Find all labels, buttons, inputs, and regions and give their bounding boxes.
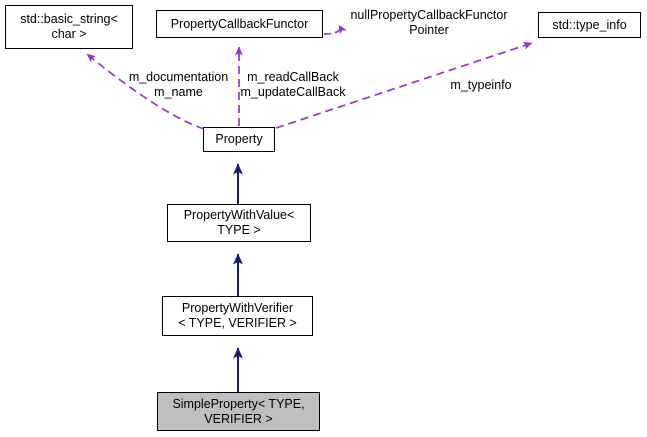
node-simple-property[interactable]: SimpleProperty< TYPE, VERIFIER >	[157, 392, 320, 431]
node-property-callback-functor[interactable]: PropertyCallbackFunctor	[156, 10, 323, 38]
node-label: std::type_info	[552, 17, 627, 32]
edge-label-read-update-callback: m_readCallBack m_updateCallBack	[240, 70, 346, 99]
edge-label-typeinfo: m_typeinfo	[450, 78, 512, 92]
edge-label-null-callback-pointer: nullPropertyCallbackFunctor Pointer	[350, 8, 508, 37]
node-label: PropertyWithValue< TYPE >	[183, 208, 295, 237]
node-std-basic-string[interactable]: std::basic_string< char >	[5, 5, 133, 49]
node-property-with-value[interactable]: PropertyWithValue< TYPE >	[167, 204, 311, 242]
node-label: std::basic_string< char >	[20, 12, 118, 41]
edge-label-documentation-name: m_documentation m_name	[128, 70, 229, 99]
node-property-with-verifier[interactable]: PropertyWithVerifier < TYPE, VERIFIER >	[162, 296, 313, 336]
node-label: SimpleProperty< TYPE, VERIFIER >	[172, 396, 305, 426]
node-property[interactable]: Property	[203, 127, 275, 152]
node-std-type-info[interactable]: std::type_info	[538, 12, 641, 38]
edge-callback-functor-self-loop	[323, 24, 347, 35]
node-label: PropertyCallbackFunctor	[170, 16, 309, 31]
node-label: PropertyWithVerifier < TYPE, VERIFIER >	[178, 301, 297, 330]
node-label: Property	[215, 132, 263, 146]
